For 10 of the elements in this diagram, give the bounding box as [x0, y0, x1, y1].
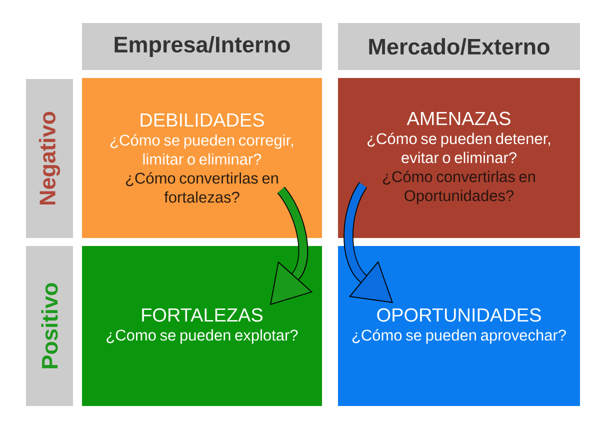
quadrant-box: FORTALEZAS ¿Como se pueden explotar? — [82, 246, 322, 406]
row-header: Positivo — [26, 246, 73, 406]
arrow — [270, 187, 313, 305]
column-header: Empresa/Interno — [82, 23, 322, 70]
arrow — [344, 182, 393, 303]
column-header: Mercado/Externo — [338, 23, 580, 70]
quadrant-box: OPORTUNIDADES ¿Cómo se pueden aprovechar? — [338, 246, 580, 406]
quadrant-box: AMENAZAS ¿Cómo se pueden detener, evitar o eliminar? ¿Cómo convertirlas en Oportunidades? — [338, 78, 580, 238]
row-header: Negativo — [26, 79, 73, 238]
quadrant-box: DEBILIDADES ¿Cómo se pueden corregir, limitar o eliminar? ¿Cómo convertirlas en fortalezas? — [82, 78, 322, 238]
